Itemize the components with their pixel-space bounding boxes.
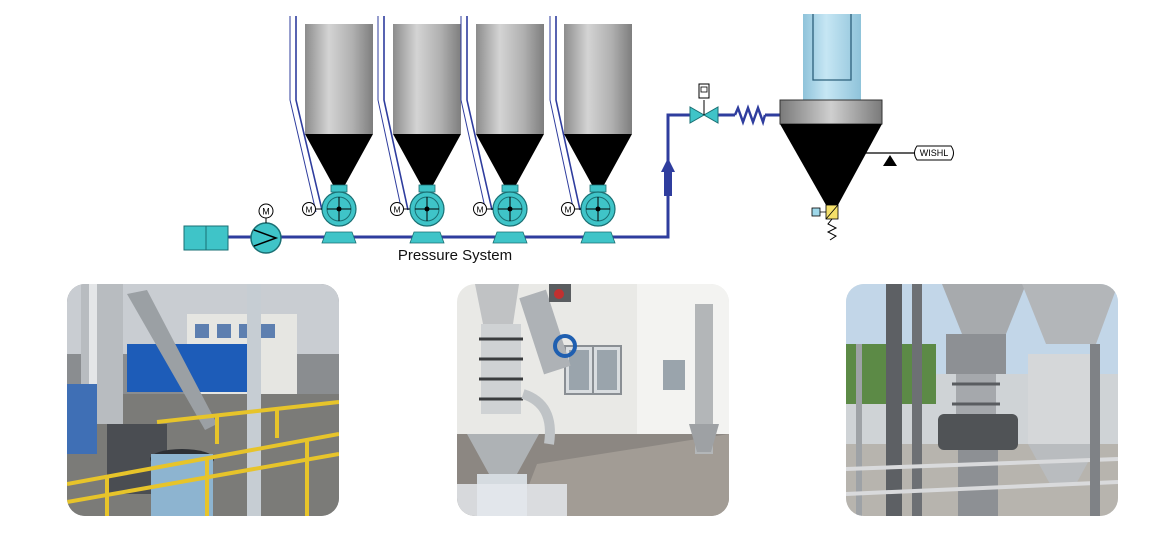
photo-outdoor-silo-discharge-site xyxy=(846,284,1118,516)
rotary-valve-2 xyxy=(402,184,445,244)
rotary-valve-3 xyxy=(485,184,528,244)
flow-direction-arrow-icon xyxy=(661,158,675,196)
rotary-valve-3-motor-icon: M xyxy=(473,202,487,216)
svg-text:M: M xyxy=(393,205,400,215)
receiver-vessel xyxy=(779,14,883,205)
svg-text:M: M xyxy=(305,205,312,215)
weighing-scale-icon: WISHL xyxy=(862,145,954,166)
svg-text:WISHL: WISHL xyxy=(920,148,949,158)
silo-3 xyxy=(460,16,544,213)
svg-text:M: M xyxy=(476,205,483,215)
photo-industrial-railing-site xyxy=(67,284,339,516)
blower-icon xyxy=(250,218,282,254)
silo-2 xyxy=(377,16,461,213)
rotary-valve-4-motor-icon: M xyxy=(561,202,575,216)
rotary-valve-1-motor-icon: M xyxy=(302,202,316,216)
svg-text:M: M xyxy=(564,205,571,215)
inlet-valve-icon xyxy=(689,83,719,124)
discharge-valve-icon xyxy=(811,204,839,241)
silo-1 xyxy=(289,16,373,213)
photo-building-wall-valve-site xyxy=(457,284,729,516)
silo-4 xyxy=(549,16,632,213)
air-supply-box xyxy=(183,225,229,251)
rotary-valve-1 xyxy=(314,184,357,244)
svg-text:M: M xyxy=(262,207,270,217)
system-label: Pressure System xyxy=(398,247,512,264)
rotary-valve-2-motor-icon: M xyxy=(390,202,404,216)
pneumatic-conveying-diagram: M M xyxy=(183,14,954,264)
blower-motor-icon: M xyxy=(258,203,274,219)
rotary-valve-4 xyxy=(573,184,616,244)
flexible-hose-icon xyxy=(733,104,767,127)
